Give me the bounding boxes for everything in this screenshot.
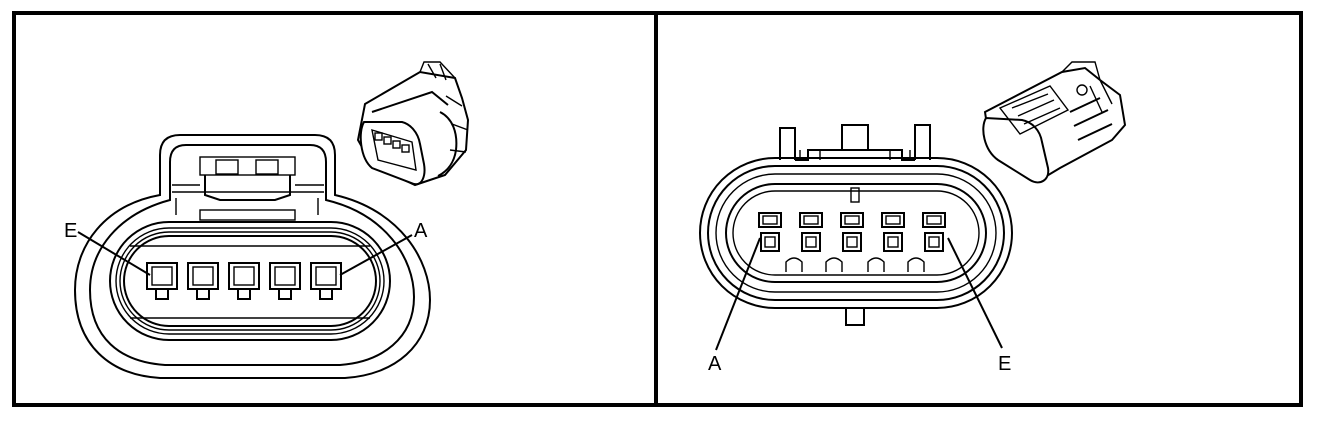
right-cavity <box>881 212 905 252</box>
left-cavity <box>269 262 301 300</box>
right-connector-face <box>699 124 1013 326</box>
left-cavity <box>228 262 260 300</box>
left-callout-line-a <box>339 234 413 276</box>
left-cavity-row <box>146 262 342 300</box>
left-connector-face <box>73 134 432 379</box>
right-pin-label-a: A <box>708 353 722 375</box>
right-cavity <box>840 212 864 252</box>
right-cavity <box>799 212 823 252</box>
right-panel: A E <box>699 61 1127 375</box>
left-connector-3d-view <box>356 61 470 187</box>
right-pin-label-e: E <box>998 353 1011 375</box>
left-cavity <box>310 262 342 300</box>
left-cavity <box>187 262 219 300</box>
right-cavity-row <box>758 212 946 252</box>
right-callout-line-a <box>715 237 761 351</box>
right-cavity <box>922 212 946 252</box>
left-pin-label-a: A <box>414 220 428 242</box>
left-pin-label-e: E <box>64 220 77 242</box>
right-connector-3d-view <box>982 61 1127 184</box>
right-callout-line-e <box>947 237 1003 349</box>
left-panel: E A <box>64 61 470 379</box>
left-cavity <box>146 262 178 300</box>
right-cavity <box>758 212 782 252</box>
left-callout-line-e <box>77 231 151 276</box>
